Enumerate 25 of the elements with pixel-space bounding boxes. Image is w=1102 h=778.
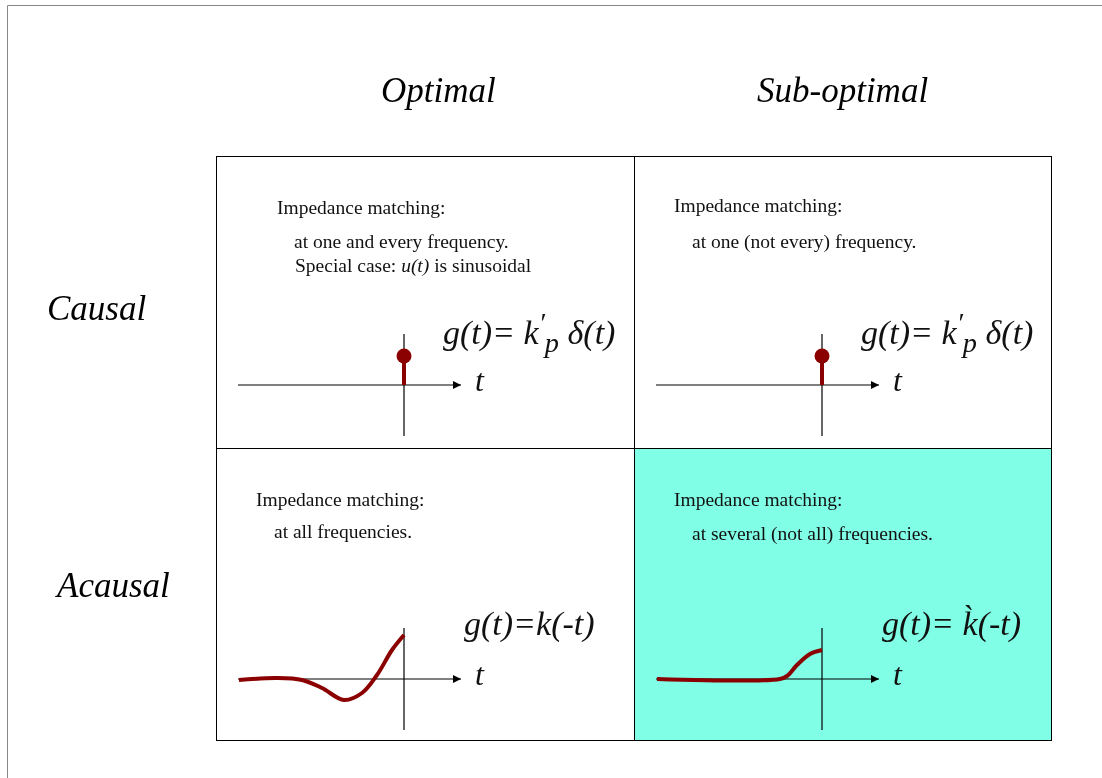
axis-label: t xyxy=(475,657,484,693)
heading-text: Impedance matching: xyxy=(674,195,843,217)
axis-label: t xyxy=(475,363,484,399)
formula: g(t)= k$^{′}$$_{p}$ δ(t) xyxy=(861,307,1034,359)
row-header: Acausal xyxy=(57,567,170,606)
axis-label: t xyxy=(893,363,902,399)
row-header: Causal xyxy=(47,290,147,329)
formula: g(t)= k$^{′}$$_{p}$ δ(t) xyxy=(443,307,616,359)
quadrant-panel xyxy=(216,156,635,449)
description-text: at one and every frequency. xyxy=(294,231,509,253)
axis-label: t xyxy=(893,657,902,693)
heading-text: Impedance matching: xyxy=(277,197,446,219)
description-text: at all frequencies. xyxy=(274,521,413,543)
heading-text: Impedance matching: xyxy=(256,489,425,511)
column-header: Sub-optimal xyxy=(757,72,929,111)
formula: g(t)= k̀(-t) xyxy=(882,605,1022,643)
heading-text: Impedance matching: xyxy=(674,489,843,511)
description-text: at several (not all) frequencies. xyxy=(692,523,933,545)
description-text: at one (not every) frequency. xyxy=(692,231,917,253)
quadrant-panel xyxy=(216,448,635,741)
description-text: Special case: u(t) is sinusoidal xyxy=(295,255,532,277)
quadrant-panel xyxy=(634,156,1052,449)
column-header: Optimal xyxy=(381,72,496,111)
formula: g(t)=k(-t) xyxy=(464,605,595,643)
quadrant-panel xyxy=(634,448,1052,741)
